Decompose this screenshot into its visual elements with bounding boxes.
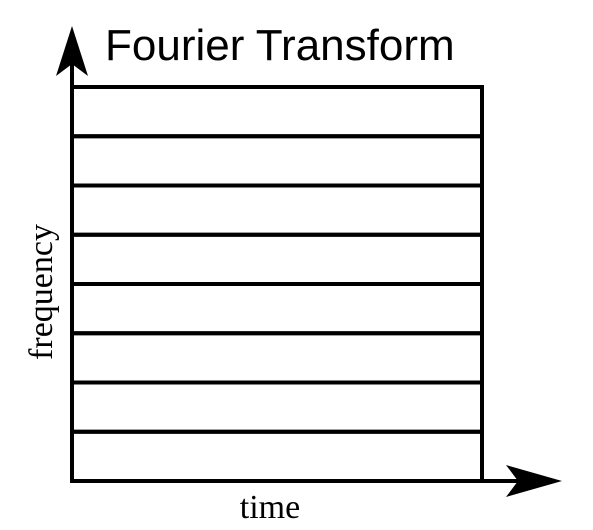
- frequency-band-tile: [70, 380, 484, 434]
- frequency-band-tile: [70, 183, 484, 237]
- diagram-title: Fourier Transform: [105, 21, 455, 70]
- time-axis-arrowhead: [506, 465, 562, 497]
- time-axis-label: time: [240, 489, 300, 526]
- frequency-axis-label: frequency: [23, 224, 60, 360]
- tiling-grid: [70, 85, 484, 483]
- frequency-band-tile: [70, 134, 484, 188]
- frequency-band-tile: [70, 331, 484, 385]
- frequency-band-tile: [70, 429, 484, 483]
- frequency-band-tile: [70, 232, 484, 286]
- frequency-band-tile: [70, 85, 484, 139]
- frequency-axis-arrowhead: [56, 26, 88, 76]
- frequency-band-tile: [70, 282, 484, 336]
